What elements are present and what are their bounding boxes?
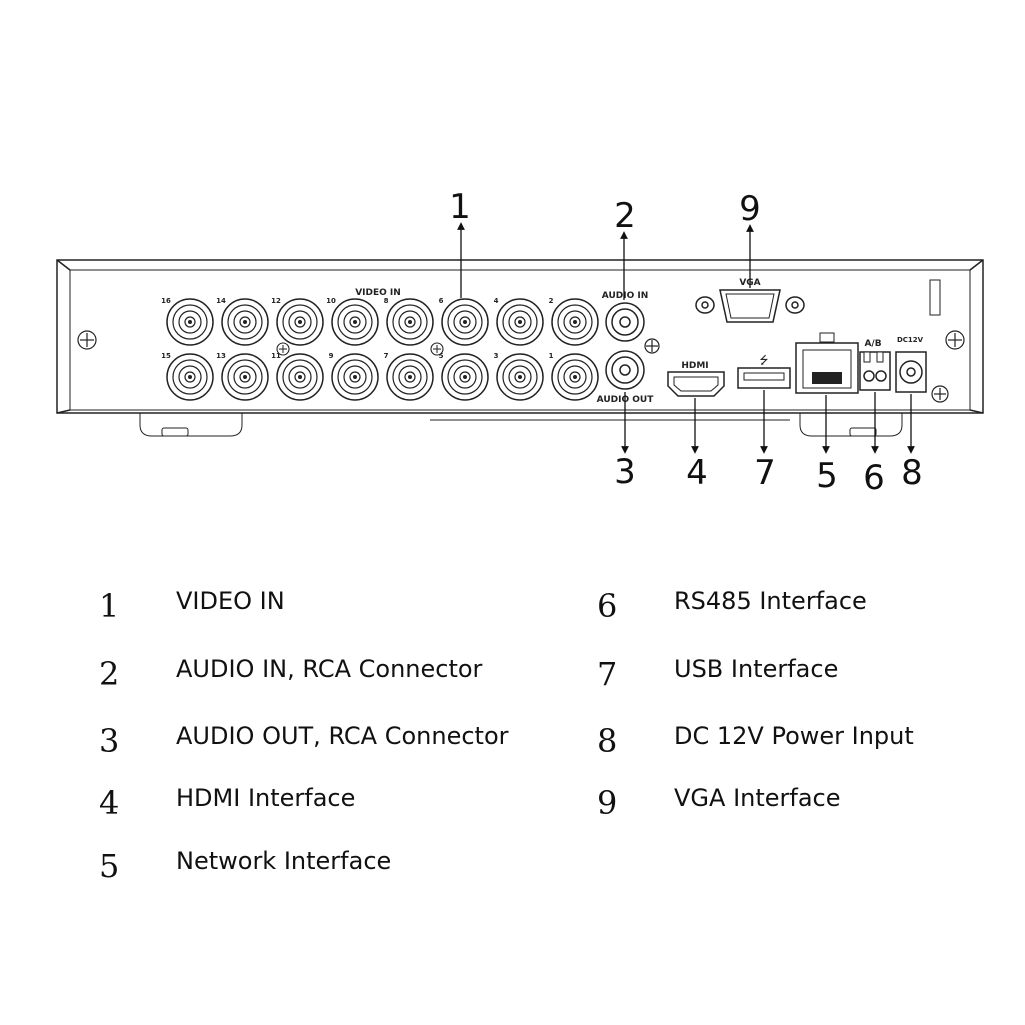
ground-screw-icon (430, 342, 444, 356)
legend-label: AUDIO IN, RCA Connector (176, 655, 483, 683)
usb-icon: ⭍ (759, 354, 768, 367)
legend-label: Network Interface (176, 847, 392, 875)
bnc-connector: 8 (384, 297, 434, 346)
bnc-connector: 12 (271, 297, 324, 346)
bnc-channel-number: 13 (216, 352, 226, 360)
usb-port: ⭍ (737, 354, 791, 389)
bnc-connector: 11 (271, 352, 324, 401)
legend-label: RS485 Interface (674, 587, 867, 615)
bnc-channel-number: 1 (549, 352, 554, 360)
audio-in-connector (605, 302, 645, 342)
legend-number: 5 (99, 847, 120, 885)
legend-label: VIDEO IN (176, 587, 285, 615)
bnc-channel-number: 2 (549, 297, 554, 305)
bnc-connector: 14 (216, 297, 269, 346)
vent-slot (929, 279, 941, 316)
rs485-terminal (859, 351, 891, 391)
callout-8: 8 (901, 453, 923, 493)
bnc-channel-number: 12 (271, 297, 281, 305)
bnc-connector: 9 (329, 352, 379, 401)
legend-number: 4 (99, 784, 120, 822)
bnc-connector-array: 16 14 12 10 8 6 4 2 15 13 11 9 7 5 3 1 (161, 297, 599, 401)
bnc-connector: 7 (384, 352, 434, 401)
bnc-channel-number: 14 (216, 297, 226, 305)
legend-label: HDMI Interface (176, 784, 356, 812)
screw-icon (77, 330, 965, 403)
bnc-connector: 15 (161, 352, 214, 401)
bnc-connector: 6 (439, 297, 489, 346)
bnc-channel-number: 5 (439, 352, 444, 360)
audio-in-panel-label: AUDIO IN (602, 291, 648, 301)
legend-number: 2 (99, 655, 120, 693)
network-port (795, 332, 859, 394)
callout-leaders (457, 222, 915, 454)
bnc-connector: 4 (494, 297, 544, 346)
callout-4: 4 (686, 453, 708, 493)
legend-number: 3 (99, 722, 120, 760)
legend-number: 7 (597, 655, 618, 693)
legend-number: 8 (597, 722, 618, 760)
hdmi-port (667, 371, 725, 397)
bnc-connector: 13 (216, 352, 269, 401)
audio-out-connector (605, 350, 645, 390)
video-in-panel-label: VIDEO IN (355, 288, 401, 298)
bnc-channel-number: 7 (384, 352, 389, 360)
callout-5: 5 (816, 456, 838, 496)
bnc-connector: 10 (326, 297, 379, 346)
bnc-channel-number: 8 (384, 297, 389, 305)
dvr-rear-panel-diagram: VIDEO IN AUDIO IN AUDIO OUT VGA HDMI A/B… (56, 187, 984, 498)
bnc-channel-number: 9 (329, 352, 334, 360)
callout-2: 2 (614, 196, 636, 236)
legend-label: VGA Interface (674, 784, 841, 812)
callout-1: 1 (449, 187, 471, 227)
bnc-channel-number: 11 (271, 352, 281, 360)
bnc-channel-number: 6 (439, 297, 444, 305)
bnc-connector: 2 (549, 297, 599, 346)
bnc-connector: 16 (161, 297, 214, 346)
callout-9: 9 (739, 189, 761, 229)
bnc-channel-number: 16 (161, 297, 171, 305)
ground-screw-icon (276, 342, 290, 356)
dc-power-jack (895, 351, 927, 393)
hdmi-panel-label: HDMI (681, 361, 708, 371)
bnc-channel-number: 3 (494, 352, 499, 360)
legend-number: 9 (597, 784, 618, 822)
callout-3: 3 (614, 452, 636, 492)
bnc-connector: 5 (439, 352, 489, 401)
legend-number: 6 (597, 587, 618, 625)
bnc-channel-number: 15 (161, 352, 171, 360)
rs485-panel-label: A/B (864, 339, 881, 349)
legend-number: 1 (99, 587, 120, 625)
ground-screw-icon (644, 338, 660, 354)
callout-6: 6 (863, 458, 885, 498)
vga-port (695, 289, 805, 323)
bnc-connector: 3 (494, 352, 544, 401)
dc-panel-label: DC12V (897, 336, 924, 344)
callout-7: 7 (754, 453, 776, 493)
bnc-channel-number: 10 (326, 297, 336, 305)
legend-label: AUDIO OUT, RCA Connector (176, 722, 509, 750)
bnc-connector: 1 (549, 352, 599, 401)
bnc-channel-number: 4 (494, 297, 499, 305)
legend-label: USB Interface (674, 655, 839, 683)
legend-label: DC 12V Power Input (674, 722, 914, 750)
